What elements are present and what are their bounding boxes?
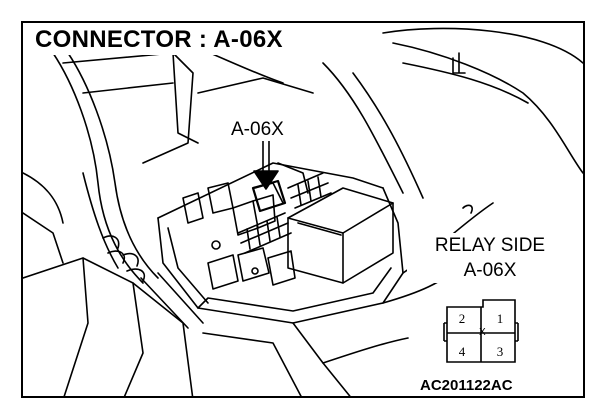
- engine-compartment-illustration: [23, 27, 583, 396]
- relay-side-line2: A-06X: [463, 260, 517, 281]
- relay-side-line1: RELAY SIDE: [434, 235, 546, 256]
- pin-3-label: 3: [496, 344, 504, 359]
- pin-4-label: 4: [458, 344, 466, 359]
- pin-1-label: 1: [496, 311, 504, 326]
- diagram-frame: CONNECTOR : A-06X A-06X RELAY SIDE A-06X…: [21, 21, 585, 398]
- figure-id: AC201122AC: [418, 377, 515, 395]
- page-title: CONNECTOR : A-06X: [35, 25, 287, 55]
- connector-center-mark: X: [479, 327, 486, 338]
- pin-2-label: 2: [458, 311, 466, 326]
- connector-callout-label: A-06X: [229, 119, 286, 141]
- connector-face-diagram: [443, 299, 519, 363]
- relay-side-label: RELAY SIDE A-06X: [407, 233, 573, 283]
